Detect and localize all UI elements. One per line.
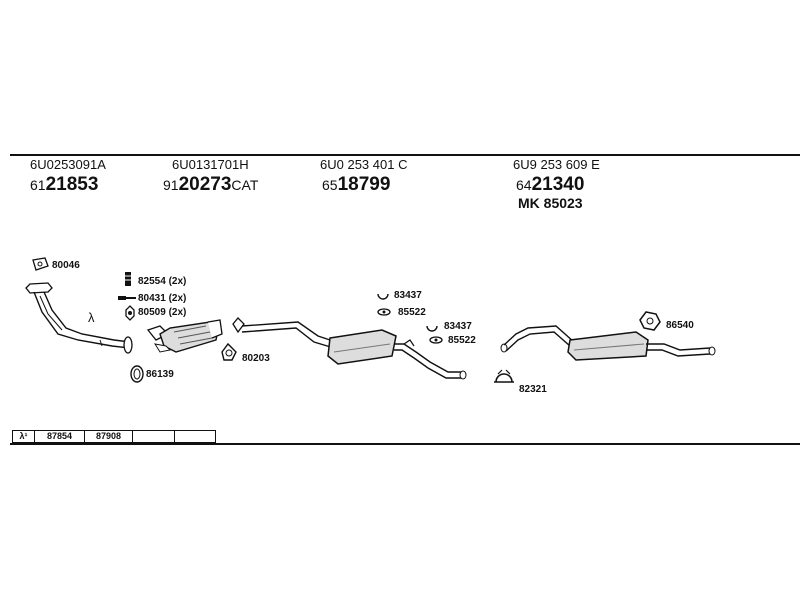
part-label-82321[interactable]: 82321 bbox=[519, 384, 547, 395]
article-main: 21340 bbox=[531, 174, 585, 195]
article-prefix: 65 bbox=[322, 177, 338, 193]
article-number-2[interactable]: 9120273CAT bbox=[163, 174, 259, 195]
flange-gasket-icon[interactable] bbox=[221, 342, 237, 361]
part-label-86540[interactable]: 86540 bbox=[666, 320, 694, 331]
bolt-icon[interactable] bbox=[125, 272, 131, 286]
lambda-sensor-table: λ¹ 87854 87908 bbox=[12, 430, 216, 443]
part-label-82554[interactable]: 82554 (2x) bbox=[138, 276, 187, 287]
front-pipe[interactable] bbox=[25, 282, 133, 354]
article-main: 21853 bbox=[45, 174, 99, 195]
part-label-80203[interactable]: 80203 bbox=[242, 353, 270, 364]
oe-number-3: 6U0 253 401 C bbox=[320, 157, 408, 172]
part-label-86139[interactable]: 86139 bbox=[146, 369, 174, 380]
article-main: 20273 bbox=[178, 174, 232, 195]
article-prefix: 91 bbox=[163, 177, 179, 193]
clamp-icon[interactable] bbox=[429, 336, 443, 344]
part-label-80431[interactable]: 80431 (2x) bbox=[138, 293, 187, 304]
gasket-icon[interactable] bbox=[32, 257, 49, 271]
article-number-4[interactable]: 6421340 bbox=[516, 174, 585, 195]
oe-number-4: 6U9 253 609 E bbox=[513, 157, 600, 172]
rubber-hanger-icon[interactable] bbox=[377, 293, 389, 300]
part-label-83437[interactable]: 83437 bbox=[444, 321, 472, 332]
pipe-clamp-icon[interactable] bbox=[494, 369, 514, 383]
part-label-80046[interactable]: 80046 bbox=[52, 260, 80, 271]
sealing-ring-icon[interactable] bbox=[130, 365, 144, 383]
nut-icon[interactable] bbox=[125, 305, 135, 321]
screw-icon[interactable] bbox=[118, 296, 136, 300]
article-prefix: 64 bbox=[516, 177, 532, 193]
article-suffix: CAT bbox=[231, 177, 259, 193]
rubber-hanger-icon[interactable] bbox=[426, 325, 438, 332]
article-number-3[interactable]: 6518799 bbox=[322, 174, 391, 195]
table-cell[interactable]: 87908 bbox=[85, 431, 133, 442]
table-cell[interactable]: 87854 bbox=[35, 431, 85, 442]
table-symbol-cell: λ¹ bbox=[13, 431, 35, 442]
part-label-80509[interactable]: 80509 (2x) bbox=[138, 307, 187, 318]
oe-number-1: 6U0253091A bbox=[30, 157, 106, 172]
oe-number-2: 6U0131701H bbox=[172, 157, 249, 172]
mounting-kit-label[interactable]: MK 85023 bbox=[518, 195, 583, 211]
catalytic-converter[interactable] bbox=[146, 319, 223, 353]
rear-silencer[interactable] bbox=[500, 325, 716, 361]
part-label-83437[interactable]: 83437 bbox=[394, 290, 422, 301]
article-main: 18799 bbox=[337, 174, 391, 195]
footer-divider-line bbox=[10, 443, 800, 445]
part-label-85522[interactable]: 85522 bbox=[398, 307, 426, 318]
header-divider-line bbox=[10, 154, 800, 156]
rubber-mount-icon[interactable] bbox=[639, 311, 661, 331]
article-number-1[interactable]: 6121853 bbox=[30, 174, 99, 195]
middle-silencer[interactable] bbox=[232, 317, 467, 380]
lambda-sensor-mark: λ bbox=[88, 310, 95, 325]
table-cell bbox=[133, 431, 175, 442]
part-label-85522[interactable]: 85522 bbox=[448, 335, 476, 346]
clamp-icon[interactable] bbox=[377, 308, 391, 316]
table-cell bbox=[175, 431, 215, 442]
article-prefix: 61 bbox=[30, 177, 46, 193]
